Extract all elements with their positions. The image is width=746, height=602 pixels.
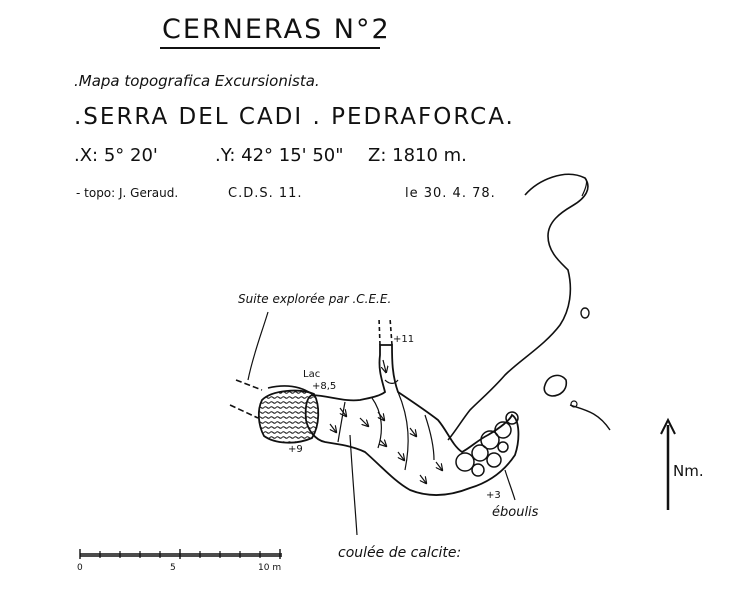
label-depth-11: +11 bbox=[393, 334, 414, 345]
credit-date: le 30. 4. 78. bbox=[405, 186, 496, 201]
flow-arrow bbox=[419, 474, 426, 483]
flow-arrow bbox=[359, 417, 368, 426]
leader-line-eboulis bbox=[504, 469, 516, 501]
label-lac: Lac bbox=[303, 369, 320, 380]
map-title: CERNERAS N°2 bbox=[162, 14, 391, 45]
flow-arrow bbox=[435, 461, 442, 470]
coordinate-z: Z: 1810 m. bbox=[368, 145, 467, 166]
label-coulee-calcite: coulée de calcite: bbox=[338, 545, 461, 561]
scale-tick-0: 0 bbox=[77, 563, 83, 573]
flow-arrow bbox=[409, 427, 416, 436]
label-eboulis: éboulis bbox=[492, 505, 539, 520]
coordinate-y: .Y: 42° 15' 50" bbox=[215, 145, 344, 166]
flow-arrow bbox=[397, 451, 404, 460]
slope-mark bbox=[337, 401, 346, 443]
label-suite-exploree: Suite explorée par .C.E.E. bbox=[238, 292, 391, 306]
slope-mark bbox=[397, 391, 409, 471]
location-name: .SERRA DEL CADI . PEDRAFORCA. bbox=[74, 104, 515, 130]
label-depth-9: +9 bbox=[288, 444, 303, 455]
scale-tick-5: 5 bbox=[170, 563, 176, 573]
leader-line-calcite bbox=[349, 434, 358, 536]
continuation-line bbox=[267, 385, 313, 395]
entrance-passage-dashed bbox=[378, 317, 381, 346]
continuation-line bbox=[235, 379, 263, 391]
continuation-line bbox=[229, 404, 259, 419]
flow-arrow bbox=[383, 359, 386, 372]
label-depth-3: +3 bbox=[486, 490, 501, 501]
map-subtitle: .Mapa topografica Excursionista. bbox=[74, 72, 320, 90]
rock-block bbox=[580, 307, 590, 319]
label-depth-85: +8,5 bbox=[312, 381, 336, 392]
boulder-field bbox=[455, 411, 519, 477]
flow-arrow bbox=[329, 423, 336, 432]
north-arrow bbox=[660, 417, 676, 510]
surface-contour-line-east bbox=[569, 404, 611, 431]
rock-block bbox=[570, 400, 578, 408]
surface-contour-line bbox=[447, 173, 589, 441]
flow-arrow bbox=[380, 440, 386, 446]
flow-arrow bbox=[339, 407, 346, 416]
slope-mark bbox=[424, 414, 435, 461]
north-label: Nm. bbox=[673, 462, 704, 480]
cave-passage-outline bbox=[304, 344, 520, 496]
credit-topographer: - topo: J. Geraud. bbox=[76, 186, 179, 200]
lake bbox=[257, 389, 320, 444]
continuation-pointer bbox=[247, 311, 269, 381]
credit-club: C.D.S. 11. bbox=[228, 186, 303, 201]
rock-block bbox=[543, 374, 568, 397]
slope-mark bbox=[384, 379, 399, 384]
entrance-passage-dashed bbox=[389, 317, 393, 346]
scale-tick-10: 10 m bbox=[258, 563, 281, 573]
coordinate-x: .X: 5° 20' bbox=[74, 145, 158, 166]
scale-bar bbox=[79, 549, 282, 559]
flow-arrow bbox=[377, 411, 384, 420]
surface-contour-line-lower bbox=[581, 177, 588, 197]
title-underline bbox=[160, 47, 380, 49]
